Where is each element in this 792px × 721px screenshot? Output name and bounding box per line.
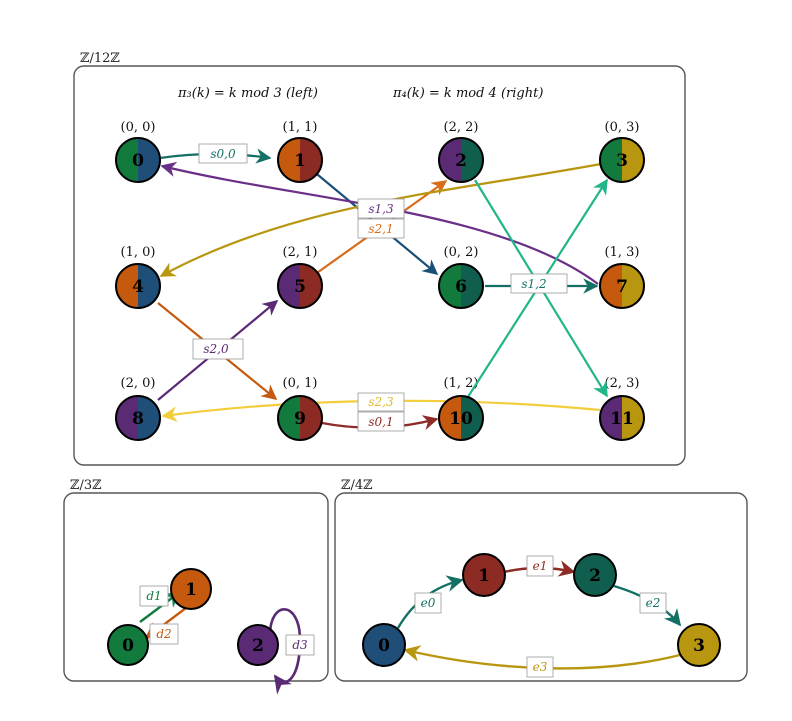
edge-label-e2-text: e2 xyxy=(646,596,661,610)
edge-label-d1: d1 xyxy=(139,585,169,607)
panel-z3-title: ℤ/3ℤ xyxy=(70,478,102,493)
edge-label-d2-text: d2 xyxy=(156,627,171,641)
z4-node-0: 0 xyxy=(362,623,406,667)
edge-label-s21: s2,1 xyxy=(357,218,405,239)
coord-10: (1, 2) xyxy=(444,376,479,391)
z3-node-1-label: 1 xyxy=(185,580,197,600)
edge-label-s00: s0,0 xyxy=(198,143,248,164)
edge-label-s12: s1,2 xyxy=(510,273,568,294)
coord-7: (1, 3) xyxy=(605,245,640,260)
node-2-label: 2 xyxy=(455,151,467,171)
edge-label-s23-text: s2,3 xyxy=(368,395,394,409)
caption-right: π₄(k) = k mod 4 (right) xyxy=(392,86,543,101)
coord-3: (0, 3) xyxy=(605,120,640,135)
coord-0: (0, 0) xyxy=(121,120,156,135)
z4-node-3: 3 xyxy=(677,623,721,667)
node-0: 0 xyxy=(115,137,161,183)
z4-node-1: 1 xyxy=(462,553,506,597)
coord-4: (1, 0) xyxy=(121,245,156,260)
coord-8: (2, 0) xyxy=(121,376,156,391)
z3-node-2-label: 2 xyxy=(252,636,264,656)
node-10: 10 xyxy=(438,395,484,441)
edge-label-d2: d2 xyxy=(149,623,179,645)
node-7: 7 xyxy=(599,263,645,309)
node-11-label: 11 xyxy=(610,409,634,429)
node-4-label: 4 xyxy=(132,277,144,297)
z4-node-3-label: 3 xyxy=(693,636,705,656)
edge-label-s20-text: s2,0 xyxy=(203,342,229,356)
panel-z3-frame xyxy=(63,492,329,682)
z3-node-0-label: 0 xyxy=(122,636,134,656)
node-3: 3 xyxy=(599,137,645,183)
node-1: 1 xyxy=(277,137,323,183)
panel-z4-title: ℤ/4ℤ xyxy=(341,478,373,493)
caption-left: π₃(k) = k mod 3 (left) xyxy=(177,86,318,101)
z4-node-2-label: 2 xyxy=(589,566,601,586)
edge-label-e3: e3 xyxy=(526,656,554,678)
panel-z12-title: ℤ/12ℤ xyxy=(80,51,120,66)
node-4: 4 xyxy=(115,263,161,309)
edge-label-s00-text: s0,0 xyxy=(210,147,236,161)
panel-z12: ℤ/12ℤ π₃(k) = k mod 3 (left) π₄(k) = k m… xyxy=(73,51,686,466)
node-11: 11 xyxy=(599,395,645,441)
node-10-label: 10 xyxy=(449,409,473,429)
z4-node-1-label: 1 xyxy=(478,566,490,586)
edge-label-e3-text: e3 xyxy=(533,660,548,674)
edge-label-d1-text: d1 xyxy=(146,589,161,603)
edge-label-d3: d3 xyxy=(285,634,315,656)
panel-z3: ℤ/3ℤ 0 1 2 d1 d2 d3 xyxy=(63,478,329,695)
coord-11: (2, 3) xyxy=(605,376,640,391)
edge-label-s01-text: s0,1 xyxy=(368,415,393,429)
panel-z4: ℤ/4ℤ 0 1 2 3 e0 e1 xyxy=(334,478,748,682)
edge-label-s21-text: s2,1 xyxy=(368,222,393,236)
edge-label-s13: s1,3 xyxy=(357,198,405,219)
coord-9: (0, 1) xyxy=(283,376,318,391)
node-0-label: 0 xyxy=(132,151,144,171)
panel-z4-frame xyxy=(334,492,748,682)
node-6-label: 6 xyxy=(455,277,467,297)
node-3-label: 3 xyxy=(616,151,628,171)
edge-label-e0: e0 xyxy=(414,592,442,614)
coord-1: (1, 1) xyxy=(283,120,318,135)
coord-6: (0, 2) xyxy=(444,245,479,260)
node-7-label: 7 xyxy=(616,277,628,297)
edge-label-e2: e2 xyxy=(639,592,667,614)
node-8-label: 8 xyxy=(132,409,144,429)
edge-label-s20: s2,0 xyxy=(192,338,244,360)
node-9-label: 9 xyxy=(294,409,306,429)
edge-label-d3-text: d3 xyxy=(292,638,308,652)
coord-5: (2, 1) xyxy=(283,245,318,260)
edge-label-s13-text: s1,3 xyxy=(368,202,394,216)
z3-node-1: 1 xyxy=(170,568,212,610)
z3-node-2: 2 xyxy=(237,624,279,666)
node-1-label: 1 xyxy=(294,151,306,171)
edge-label-s01: s0,1 xyxy=(357,411,405,432)
z3-node-0: 0 xyxy=(107,624,149,666)
edge-label-e1: e1 xyxy=(526,555,554,577)
node-8: 8 xyxy=(115,395,161,441)
node-9: 9 xyxy=(277,395,323,441)
z4-node-0-label: 0 xyxy=(378,636,390,656)
node-2: 2 xyxy=(438,137,484,183)
node-5: 5 xyxy=(277,263,323,309)
edge-label-e1-text: e1 xyxy=(533,559,548,573)
node-5-label: 5 xyxy=(294,277,306,297)
panel-z12-frame xyxy=(73,65,686,466)
edge-label-e0-text: e0 xyxy=(421,596,436,610)
coord-2: (2, 2) xyxy=(444,120,479,135)
node-6: 6 xyxy=(438,263,484,309)
z4-node-2: 2 xyxy=(573,553,617,597)
edge-label-s12-text: s1,2 xyxy=(521,277,546,291)
edge-label-s23: s2,3 xyxy=(357,392,405,412)
